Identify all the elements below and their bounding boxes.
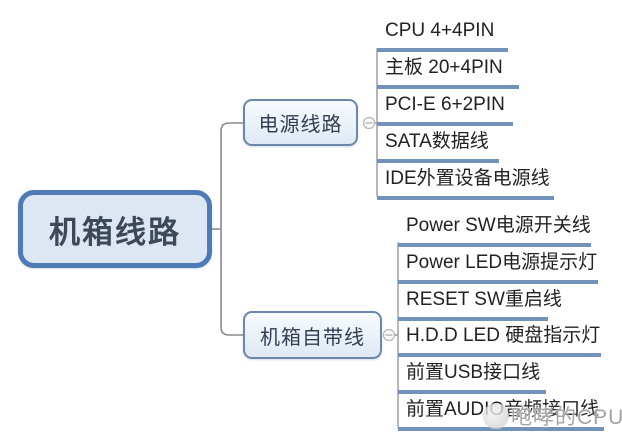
leaf-node-ide-power[interactable]: IDE外置设备电源线 xyxy=(377,164,554,200)
root-node-chassis-wiring[interactable]: 机箱线路 xyxy=(18,190,212,268)
leaf-node-power-sw[interactable]: Power SW电源开关线 xyxy=(398,211,591,247)
branch-node-label: 机箱自带线 xyxy=(260,326,365,349)
collapse-toggle-icon[interactable] xyxy=(382,328,396,342)
leaf-node-hdd-led[interactable]: H.D.D LED 硬盘指示灯 xyxy=(398,321,601,357)
leaf-node-front-usb[interactable]: 前置USB接口线 xyxy=(398,358,546,394)
branch-node-label: 电源线路 xyxy=(258,114,343,136)
leaf-node-pcie-pin[interactable]: PCI-E 6+2PIN xyxy=(377,90,513,126)
branch-node-power-lines[interactable]: 电源线路 xyxy=(243,99,358,146)
leaf-node-front-audio[interactable]: 前置AUDIO音频接口线 xyxy=(398,395,604,431)
root-node-label: 机箱线路 xyxy=(49,214,181,250)
leaf-node-cpu-pin[interactable]: CPU 4+4PIN xyxy=(377,16,508,52)
root-branch-connector xyxy=(211,122,244,336)
leaf-node-reset-sw[interactable]: RESET SW重启线 xyxy=(398,285,562,321)
leaf-node-sata-cable[interactable]: SATA数据线 xyxy=(377,127,499,163)
collapse-toggle-icon[interactable] xyxy=(362,116,376,130)
branch-node-case-wires[interactable]: 机箱自带线 xyxy=(243,311,382,359)
leaf-node-mobo-pin[interactable]: 主板 20+4PIN xyxy=(377,53,519,89)
leaf-node-power-led[interactable]: Power LED电源提示灯 xyxy=(398,248,598,284)
